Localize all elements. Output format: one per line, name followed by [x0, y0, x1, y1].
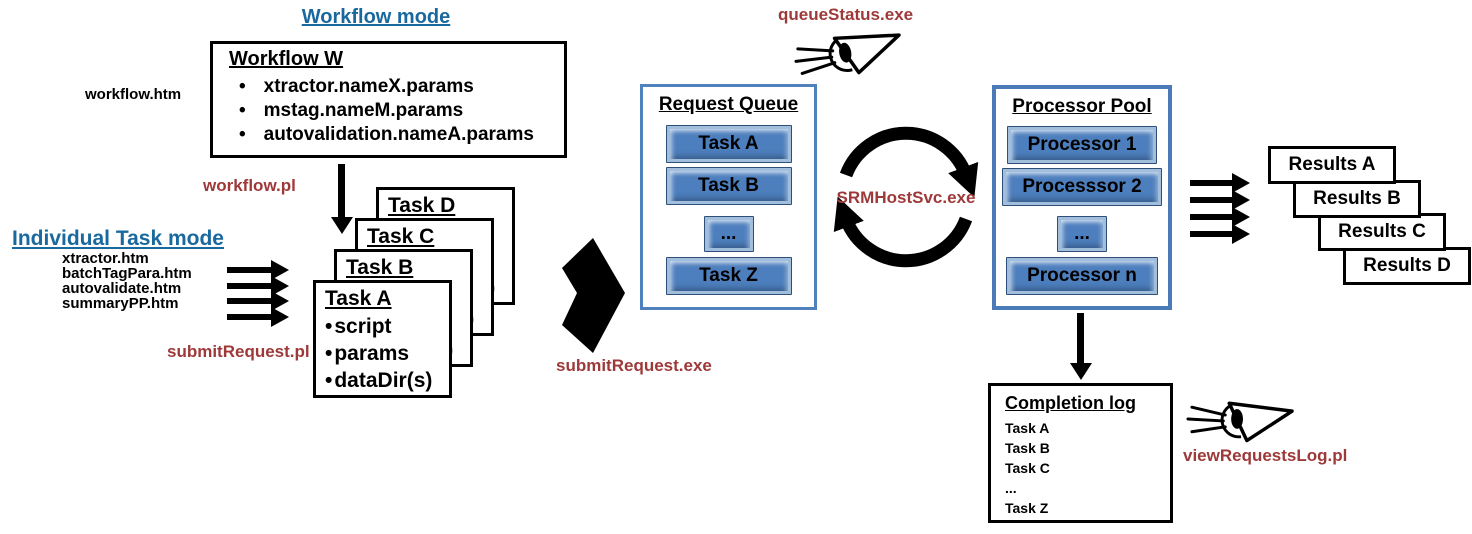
completion-log-item: Task B: [1005, 440, 1050, 456]
completion-log-items: Task A Task B Task C ... Task Z: [1005, 418, 1162, 518]
results-box: Results B: [1293, 180, 1421, 218]
completion-log-item: Task C: [1005, 460, 1050, 476]
task-card-bullet: script: [325, 313, 449, 340]
submit-request-exe-label: submitRequest.exe: [556, 356, 712, 375]
request-queue-title: Request Queue: [658, 94, 799, 115]
request-queue-panel: Request Queue Task A Task B ... Task Z: [640, 84, 817, 310]
file-flow-arrow-icon: [227, 298, 271, 304]
view-requests-log-label: viewRequestsLog.pl: [1183, 446, 1348, 465]
completion-log-item: ...: [1005, 480, 1017, 496]
task-card-bullet: dataDir(s): [325, 367, 449, 394]
file-flow-arrow-icon: [227, 283, 271, 289]
workflow-param-item: xtractor.nameX.params: [229, 75, 554, 99]
task-card: Task A script params dataDir(s): [313, 280, 452, 398]
workflow-to-tasks-arrow-icon: [338, 164, 345, 217]
task-card-bullet: params: [325, 340, 449, 367]
individual-task-mode-heading: Individual Task mode: [12, 227, 224, 250]
completion-log-title: Completion log: [1005, 393, 1136, 413]
completion-log-box: Completion log Task A Task B Task C ... …: [988, 383, 1173, 523]
results-box: Results D: [1343, 247, 1471, 285]
task-file-list: xtractor.htm batchTagPara.htm autovalida…: [62, 251, 192, 311]
srm-host-svc-label: SRMHostSvc.exe: [836, 188, 976, 207]
task-file-item: summaryPP.htm: [62, 295, 179, 312]
results-box: Results C: [1318, 213, 1446, 251]
results-flow-arrow-icon: [1190, 180, 1232, 186]
processor-ellipsis-button: ...: [1057, 216, 1107, 252]
task-file-item: batchTagPara.htm: [62, 265, 192, 282]
queue-task-button: Task A: [665, 125, 792, 163]
workflow-w-box: Workflow W xtractor.nameX.params mstag.n…: [210, 41, 567, 158]
workflow-htm-label: workflow.htm: [85, 86, 182, 103]
processor-pool-title: Processor Pool: [1012, 96, 1152, 117]
workflow-param-item: autovalidation.nameA.params: [229, 123, 554, 147]
task-card-title: Task A: [325, 287, 392, 310]
file-flow-arrow-icon: [227, 267, 271, 273]
results-flow-arrow-icon: [1190, 231, 1232, 237]
task-file-item: xtractor.htm: [62, 250, 149, 267]
results-flow-arrow-icon: [1190, 214, 1232, 220]
task-card-title: Task B: [346, 256, 414, 279]
queue-task-button: Task Z: [665, 257, 792, 295]
pool-to-log-arrow-icon: [1077, 313, 1084, 363]
eye-icon: [1186, 401, 1294, 443]
queue-ellipsis-button: ...: [703, 216, 754, 252]
task-card-title: Task C: [367, 225, 435, 248]
service-cycle-arrows-icon: [833, 126, 979, 268]
task-card-title: Task D: [388, 194, 456, 217]
workflow-param-item: mstag.nameM.params: [229, 99, 554, 123]
workflow-w-box-title: Workflow W: [229, 48, 344, 70]
eye-icon: [794, 33, 901, 75]
file-flow-arrow-icon: [227, 314, 271, 320]
processor-button: Processsor 2: [1002, 168, 1162, 206]
processor-button: Processor 1: [1007, 126, 1157, 164]
workflow-mode-heading: Workflow mode: [301, 6, 451, 28]
completion-log-item: Task Z: [1005, 500, 1049, 516]
results-flow-arrow-icon: [1190, 197, 1232, 203]
processor-button: Processor n: [1006, 257, 1158, 295]
queue-status-exe-label: queueStatus.exe: [778, 5, 914, 24]
submit-request-pl-label: submitRequest.pl: [167, 342, 310, 361]
results-box: Results A: [1268, 146, 1396, 184]
workflow-pl-label: workflow.pl: [203, 176, 296, 195]
workflow-w-param-list: xtractor.nameX.params mstag.nameM.params…: [229, 75, 554, 147]
processor-pool-panel: Processor Pool Processor 1 Processsor 2 …: [992, 85, 1172, 310]
task-file-item: autovalidate.htm: [62, 280, 182, 297]
completion-log-item: Task A: [1005, 420, 1050, 436]
queue-task-button: Task B: [665, 167, 792, 205]
submit-chevron-arrow-icon: [562, 238, 625, 353]
